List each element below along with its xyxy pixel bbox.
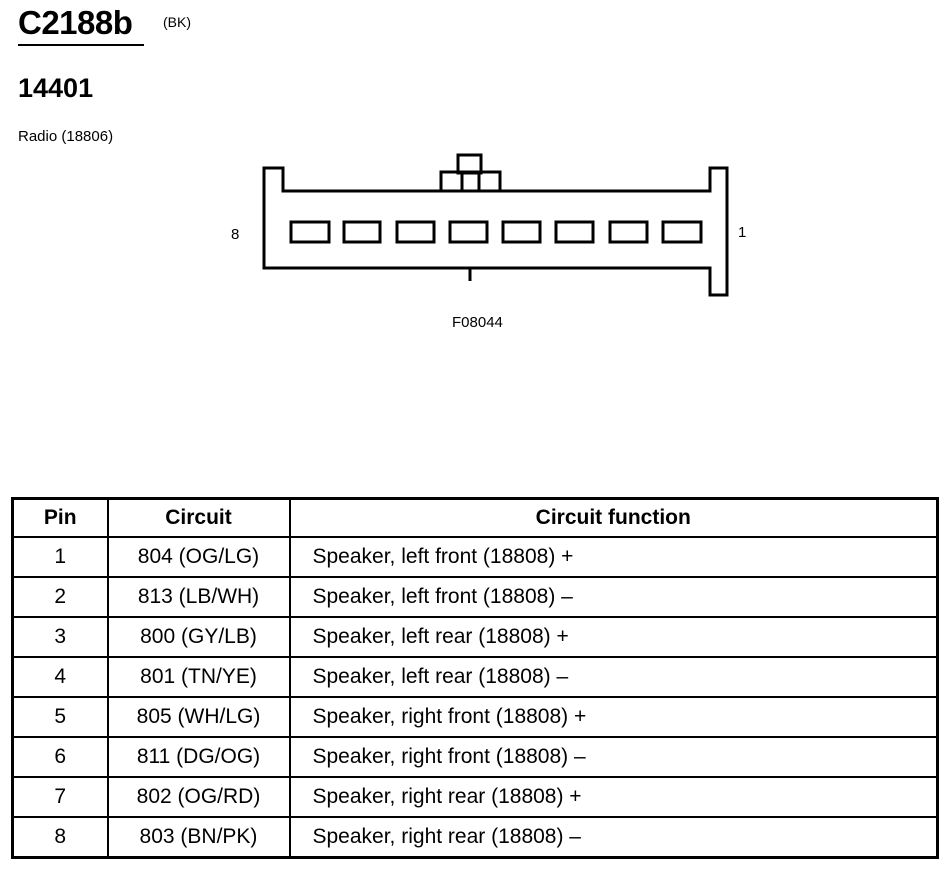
- cell-circuit: 800 (GY/LB): [106, 616, 291, 658]
- cell-function: Speaker, left rear (18808) +: [288, 616, 939, 658]
- label-pin-1: 1: [738, 224, 746, 241]
- cell-circuit: 802 (OG/RD): [106, 776, 291, 818]
- connector-color-code: (BK): [163, 14, 191, 30]
- cell-pin: 7: [11, 776, 109, 818]
- cavity-pin-3: [554, 220, 595, 244]
- table-row: 5 805 (WH/LG) Speaker, right front (1880…: [11, 696, 939, 738]
- cell-function: Speaker, left rear (18808) –: [288, 656, 939, 698]
- cell-function: Speaker, right rear (18808) +: [288, 776, 939, 818]
- figure-id: F08044: [452, 314, 503, 331]
- cell-function: Speaker, left front (18808) +: [288, 536, 939, 578]
- cell-circuit: 801 (TN/YE): [106, 656, 291, 698]
- cell-pin: 6: [11, 736, 109, 778]
- cell-circuit: 803 (BN/PK): [106, 816, 291, 859]
- table-row: 8 803 (BN/PK) Speaker, right rear (18808…: [11, 816, 939, 859]
- table-row: 1 804 (OG/LG) Speaker, left front (18808…: [11, 536, 939, 578]
- cell-pin: 1: [11, 536, 109, 578]
- cavity-pin-1: [661, 220, 703, 244]
- table-row: 4 801 (TN/YE) Speaker, left rear (18808)…: [11, 656, 939, 698]
- pin-cavities: [289, 220, 703, 244]
- cell-circuit: 811 (DG/OG): [106, 736, 291, 778]
- cell-circuit: 805 (WH/LG): [106, 696, 291, 738]
- label-pin-8: 8: [231, 226, 239, 243]
- cell-pin: 5: [11, 696, 109, 738]
- header-function: Circuit function: [288, 497, 939, 538]
- cavity-pin-6: [395, 220, 436, 244]
- cavity-pin-2: [608, 220, 649, 244]
- cavity-pin-8: [289, 220, 331, 244]
- cell-function: Speaker, right front (18808) –: [288, 736, 939, 778]
- table-row: 3 800 (GY/LB) Speaker, left rear (18808)…: [11, 616, 939, 658]
- cell-pin: 4: [11, 656, 109, 698]
- cell-circuit: 804 (OG/LG): [106, 536, 291, 578]
- cell-pin: 2: [11, 576, 109, 618]
- cavity-pin-4: [501, 220, 542, 244]
- connector-id: C2188b: [18, 4, 133, 41]
- cell-function: Speaker, right front (18808) +: [288, 696, 939, 738]
- cell-function: Speaker, right rear (18808) –: [288, 816, 939, 859]
- header-circuit: Circuit: [106, 497, 291, 538]
- connector-face-diagram: 8 1 F08044: [231, 153, 746, 331]
- table-row: 2 813 (LB/WH) Speaker, left front (18808…: [11, 576, 939, 618]
- cell-circuit: 813 (LB/WH): [106, 576, 291, 618]
- component-name: Radio (18806): [18, 128, 114, 145]
- cell-pin: 3: [11, 616, 109, 658]
- part-number: 14401: [18, 73, 94, 103]
- locking-tab: [439, 153, 502, 193]
- table-row: 7 802 (OG/RD) Speaker, right rear (18808…: [11, 776, 939, 818]
- table-header-row: Pin Circuit Circuit function: [11, 497, 939, 538]
- cell-function: Speaker, left front (18808) –: [288, 576, 939, 618]
- cell-pin: 8: [11, 816, 109, 859]
- cavity-pin-5: [448, 220, 489, 244]
- header-pin: Pin: [11, 497, 109, 538]
- connector-id-underline: [18, 44, 144, 46]
- connector-housing: [262, 166, 729, 297]
- cavity-pin-7: [342, 220, 382, 244]
- table-row: 6 811 (DG/OG) Speaker, right front (1880…: [11, 736, 939, 778]
- pinout-table: Pin Circuit Circuit function 1 804 (OG/L…: [11, 497, 939, 859]
